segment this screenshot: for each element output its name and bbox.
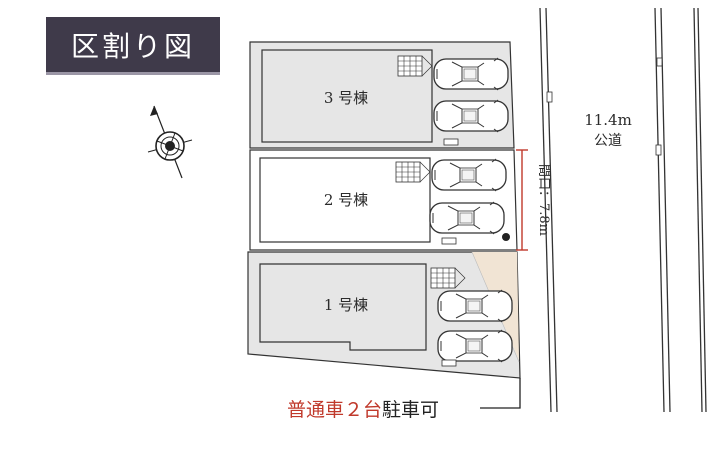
car-icon (437, 289, 513, 323)
frontage-dimension (516, 149, 528, 251)
frontage-label: 間口：7.8m (536, 164, 551, 236)
car-icon (433, 57, 509, 91)
title-badge: 区割り図 (46, 17, 220, 75)
building-3-label: 3 号棟 (324, 89, 368, 107)
road-type-label: 公道 (594, 133, 622, 149)
utility-pole-icon (502, 233, 510, 241)
car-icon (437, 329, 513, 363)
car-icon (429, 201, 505, 235)
parking-highlight: 普通車２台 (287, 399, 383, 421)
parking-caption: 普通車２台駐車可 (287, 395, 439, 422)
car-icon (433, 99, 509, 133)
water-meter-icon (441, 138, 459, 367)
compass-icon (147, 105, 193, 179)
road (539, 7, 707, 413)
caption-leader-line (480, 378, 521, 409)
building-1-label: 1 号棟 (324, 296, 368, 314)
car-icon (431, 158, 507, 192)
parking-rest: 駐車可 (382, 399, 440, 421)
road-width-label: 11.4m (584, 111, 632, 129)
building-2-label: 2 号棟 (324, 191, 368, 209)
page-title: 区割り図 (70, 29, 195, 63)
